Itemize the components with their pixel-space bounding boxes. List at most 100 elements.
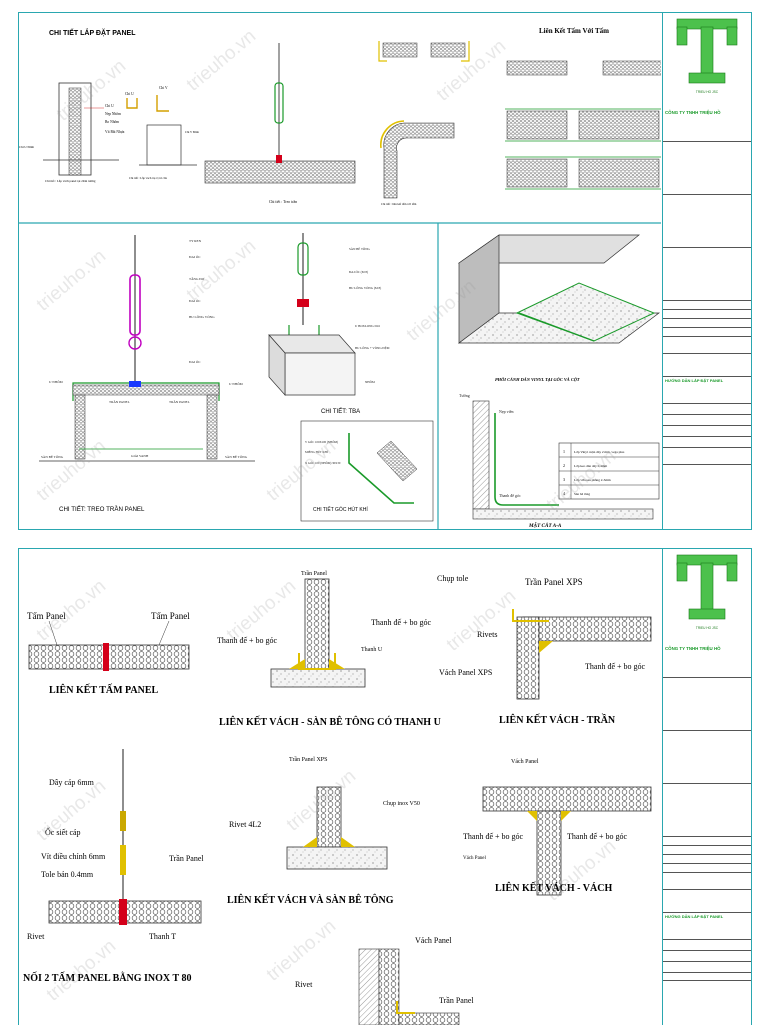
detail-wall-joint: Chi tiết : liên kết tấm với tấm <box>378 41 470 206</box>
logo-icon: TRIEU HO JSC <box>676 554 738 630</box>
legend-n4: 4 <box>563 491 565 496</box>
label-dai-oc-2: ĐAI ỐC <box>189 298 201 303</box>
caption-d1: LIÊN KẾT TẤM PANEL <box>49 683 159 696</box>
tb-grid-1 <box>663 837 751 890</box>
label-tang-do: TĂNG ĐƠ <box>189 276 205 281</box>
label-chi-v-dinh: Chi V Đỉnh <box>185 130 199 134</box>
label-d3-chup-tole: Chụp tole <box>437 574 469 583</box>
label-d4-thanh-t: Thanh T <box>149 932 176 941</box>
label-d1-tam-panel-1: Tấm Panel <box>27 611 66 621</box>
label-nep-nhom: Nẹp Nhôm <box>105 112 121 116</box>
label-x-goc: X GÓC 100 (NHÔM) 30X30 <box>305 460 341 465</box>
label-d6-thanh-de-1: Thanh đế + bo góc <box>463 832 524 841</box>
label-d5-tran-panel-xps: Trần Panel XPS <box>289 756 327 763</box>
caption-goc-hut-khi: CHI TIẾT GÓC HÚT KHÍ <box>313 506 368 513</box>
label-d2-tran-panel: Trần Panel <box>301 570 327 577</box>
label-d5-chup-inox: Chụp inox V50 <box>383 801 420 807</box>
label-d6-thanh-de-2: Thanh đế + bo góc <box>567 832 628 841</box>
caption-vinyl: PHỐI CẢNH DÁN VINYL TẠI GÓC VÀ CỘT <box>495 377 580 382</box>
label-d7-rivet: Rivet <box>295 980 313 989</box>
detail-vach-san-thanh-u: Trần Panel Thanh đế + bo góc Thanh đế + … <box>217 570 441 728</box>
caption-door: Chi tiết : Lắp vách trụ vị trí cửa <box>129 175 168 180</box>
label-vit: Vít Bắt Nhựa <box>105 129 125 134</box>
label-tba-san: SÀN BÊ TÔNG <box>349 246 371 251</box>
label-chi-u-a: Chi U <box>125 92 134 96</box>
label-v-goc: V GÓC 100X100 (NHÔM) <box>305 439 338 444</box>
label-d2-thanh-u: Thanh U <box>361 647 383 653</box>
caption-treo-tran: CHI TIẾT: TREO TRẦN PANEL <box>59 506 145 513</box>
detail-vach-tran: Chụp tole Trần Panel XPS Rivets Vách Pan… <box>437 574 652 726</box>
label-tba-bu-long-vong: BU LÔNG + VÒNG ĐỆM <box>355 345 390 350</box>
label-d3-vach-panel-xps: Vách Panel XPS <box>439 668 492 677</box>
drawing-title: HƯỚNG DẪN LẮP ĐẶT PANEL <box>665 914 724 919</box>
detail-treo-tran-panel: TY REN ĐAI ỐC TĂNG ĐƠ ĐAI ỐC BU LÔNG VÒN… <box>39 235 255 513</box>
company-block: CÔNG TY TNHH TRIỆU HỒ <box>663 644 751 678</box>
caption-d3: LIÊN KẾT VÁCH - TRẦN <box>499 713 616 726</box>
label-d3-thanh-de: Thanh đế + bo góc <box>585 662 646 671</box>
label-chi-u: Chi U <box>105 104 114 108</box>
label-dai-oc-1: ĐAI ỐC <box>189 254 201 259</box>
tb-title-row: HƯỚNG DẪN LẮP ĐẶT PANEL <box>663 913 751 940</box>
sheet1-drawing: CHI TIẾT LẮP ĐẶT PANEL Liên Kết Tấm Với … <box>19 27 661 529</box>
drawing-sheet-2: Tấm Panel Tấm Panel LIÊN KẾT TẤM PANEL T… <box>18 548 752 1025</box>
label-d3-tran-panel-xps: Trần Panel XPS <box>525 577 583 587</box>
caption-wall-foot: Chi tiết : Lắp vách panel tại chân tường <box>45 178 96 183</box>
label-u-nhom-1: U NHÔM <box>49 379 63 384</box>
label-mieng-hut-khi: MIẾNG HÚT KHÍ <box>305 449 328 454</box>
detail-wall-foot: Chi U Nẹp Nhôm Bo Nhôm Vít Bắt Nhựa Chi … <box>19 82 125 183</box>
label-nep-vien: Nẹp viền <box>499 409 514 414</box>
label-ty-ren: TY REN <box>189 239 202 243</box>
company-block: CÔNG TY TNHH TRIỆU HỒ <box>663 108 751 142</box>
label-d4-tole: Tole bản 0.4mm <box>41 870 94 879</box>
detail-panel-strips <box>505 60 661 190</box>
caption-ceiling: Chi tiết : Treo trần <box>269 200 297 204</box>
label-chi-u-dinh: Chi U Đỉnh <box>19 145 34 149</box>
detail-corner-parts: Chi U Chi V Chi V Đỉnh Chi tiết : Lắp vá… <box>125 86 199 180</box>
legend-n1: 1 <box>563 449 565 454</box>
tb-row-2 <box>663 195 751 248</box>
label-u-nhom-2: U NHÔM <box>229 381 243 386</box>
detail-lien-ket-tam-panel: Tấm Panel Tấm Panel LIÊN KẾT TẤM PANEL <box>27 611 190 696</box>
detail-section-aa: Tường Nẹp viền Thanh đế góc 1 Lớp Vinyl … <box>459 393 660 529</box>
label-d1-tam-panel-2: Tấm Panel <box>151 611 190 621</box>
label-d6-vach-panel-1: Vách Panel <box>511 759 539 765</box>
drawing-title: HƯỚNG DẪN LẮP ĐẶT PANEL <box>665 378 724 383</box>
tb-row-4 <box>663 890 751 913</box>
label-d2-thanh-de-2: Thanh đế + bo góc <box>371 618 432 627</box>
label-tuong: Tường <box>459 393 470 398</box>
sheet1-title-right: Liên Kết Tấm Với Tấm <box>539 27 609 35</box>
detail-noi-2-tam-panel: Dây cáp 6mm Ốc siết cáp Vít điều chỉnh 6… <box>23 749 204 984</box>
legend-t3: Lớp vữa san phẳng 2-3mm <box>574 477 611 482</box>
label-san-be-tong-1: SÀN BÊ TÔNG <box>41 454 64 459</box>
caption-d2: LIÊN KẾT VÁCH - SÀN BÊ TÔNG CÓ THANH U <box>219 715 441 728</box>
label-d4-vit-dieu-chinh: Vít điều chỉnh 6mm <box>41 852 106 861</box>
tb-row-1 <box>663 678 751 731</box>
title-block-1: TRIEU HO JSC CÔNG TY TNHH TRIỆU HỒ HƯỚNG… <box>662 13 751 529</box>
tb-grid-2 <box>663 940 751 981</box>
caption-d6: LIÊN KẾT VÁCH - VÁCH <box>495 881 612 894</box>
label-d7-tran-panel: Trần Panel <box>439 996 474 1005</box>
tb-row-3 <box>663 248 751 301</box>
sheet1-title: CHI TIẾT LẮP ĐẶT PANEL <box>49 27 136 37</box>
detail-tba: SÀN BÊ TÔNG ĐAI ỐC (M 8) BU LÔNG VÒNG (M… <box>268 233 390 415</box>
detail-vach-vach: Vách Panel Thanh đế + bo góc Thanh đế + … <box>463 759 652 896</box>
label-d6-vach-panel-2: Vách Panel <box>463 856 487 861</box>
tb-row-1 <box>663 142 751 195</box>
logo-caption: TRIEU HO JSC <box>696 626 719 630</box>
caption-d4: NỐI 2 TẤM PANEL BẰNG INOX T 80 <box>23 971 191 984</box>
caption-tba: CHI TIẾT: TBA <box>321 408 360 415</box>
label-d5-rivet: Rivet 4L2 <box>229 820 261 829</box>
label-d3-rivets: Rivets <box>477 630 497 639</box>
detail-vinyl-perspective: PHỐI CẢNH DÁN VINYL TẠI GÓC VÀ CỘT <box>457 234 661 382</box>
drawing-sheet-1: CHI TIẾT LẮP ĐẶT PANEL Liên Kết Tấm Với … <box>18 12 752 530</box>
legend-n3: 3 <box>563 477 565 482</box>
caption-section-aa: MẶT CẮT A-A <box>528 521 562 529</box>
legend-t2: Lớp keo dán dày 0,4mm <box>574 464 608 469</box>
label-san-be-tong-2: SÀN BÊ TÔNG <box>225 454 248 459</box>
label-d4-rivet: Rivet <box>27 932 45 941</box>
company-name: CÔNG TY TNHH TRIỆU HỒ <box>665 646 721 651</box>
detail-goc-hut-khi: V GÓC 100X100 (NHÔM) MIẾNG HÚT KHÍ X GÓC… <box>300 420 434 522</box>
label-d4-day-cap: Dây cáp 6mm <box>49 778 95 787</box>
label-d4-oc-siet-cap: Ốc siết cáp <box>45 827 81 837</box>
tb-grid-1 <box>663 301 751 354</box>
